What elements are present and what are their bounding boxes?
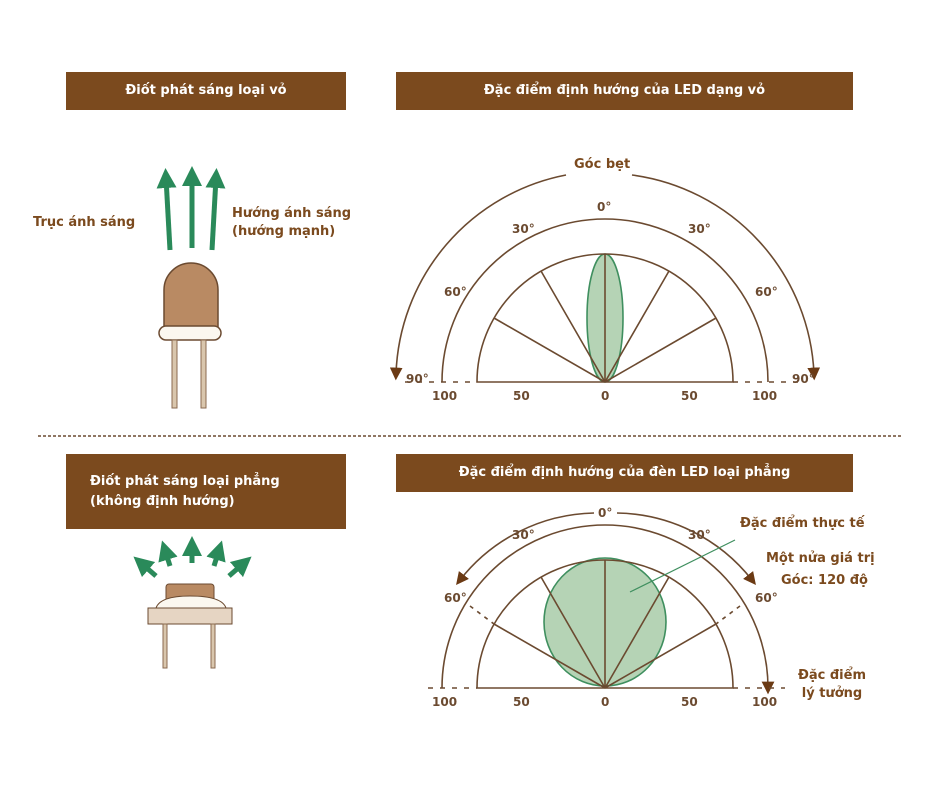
- flat-led-illustration: [133, 536, 252, 669]
- diagram-graphics: [38, 166, 902, 695]
- straight-angle-label: Góc bẹt: [574, 157, 631, 172]
- scale-label: 100: [432, 389, 458, 403]
- angle-value-label: Góc: 120 độ: [781, 573, 868, 588]
- angle-label: 30°: [688, 222, 711, 236]
- angle-label: 0°: [597, 200, 612, 214]
- angle-label: 60°: [444, 285, 467, 299]
- angle-label: 30°: [512, 222, 535, 236]
- angle-label: 30°: [688, 528, 711, 542]
- angle-label: 30°: [512, 528, 535, 542]
- actual-pointer-line: [629, 539, 736, 593]
- shell-led-polar-chart: [389, 174, 821, 383]
- scale-label: 0: [601, 695, 610, 709]
- light-direction-sublabel: (hướng mạnh): [232, 224, 336, 239]
- light-arrows-icon: [156, 166, 226, 251]
- light-arrows-icon: [133, 536, 252, 578]
- flat-led-chart-header: Đặc điểm định hướng của đèn LED loại phẳ…: [396, 454, 853, 492]
- scale-label: 100: [432, 695, 458, 709]
- scale-label: 100: [752, 389, 778, 403]
- light-direction-label: Hướng ánh sáng: [232, 206, 352, 221]
- angle-label: 60°: [755, 591, 778, 605]
- actual-characteristic-label: Đặc điểm thực tế: [740, 516, 865, 531]
- scale-label: 0: [601, 389, 610, 403]
- half-value-label: Một nửa giá trị: [766, 551, 875, 566]
- angle-label: 60°: [755, 285, 778, 299]
- light-axis-label: Trục ánh sáng: [33, 215, 136, 230]
- angle-label: 0°: [598, 506, 613, 520]
- flat-led-polar-chart: [428, 512, 785, 695]
- shell-led-header: Điốt phát sáng loại vỏ: [66, 72, 346, 110]
- scale-label: 100: [752, 695, 778, 709]
- scale-label: 50: [513, 695, 530, 709]
- flat-led-header: Điốt phát sáng loại phẳng (không định hư…: [66, 454, 346, 529]
- scale-label: 50: [681, 389, 698, 403]
- scale-label: 50: [513, 389, 530, 403]
- angle-label: 90°: [406, 372, 429, 386]
- scale-label: 50: [681, 695, 698, 709]
- shell-led-chart-header: Đặc điểm định hướng của LED dạng vỏ: [396, 72, 853, 110]
- angle-label: 60°: [444, 591, 467, 605]
- angle-label: 90°: [792, 372, 815, 386]
- ideal-characteristic-label: Đặc điểm lý tưởng: [797, 668, 867, 701]
- shell-led-illustration: [156, 166, 226, 409]
